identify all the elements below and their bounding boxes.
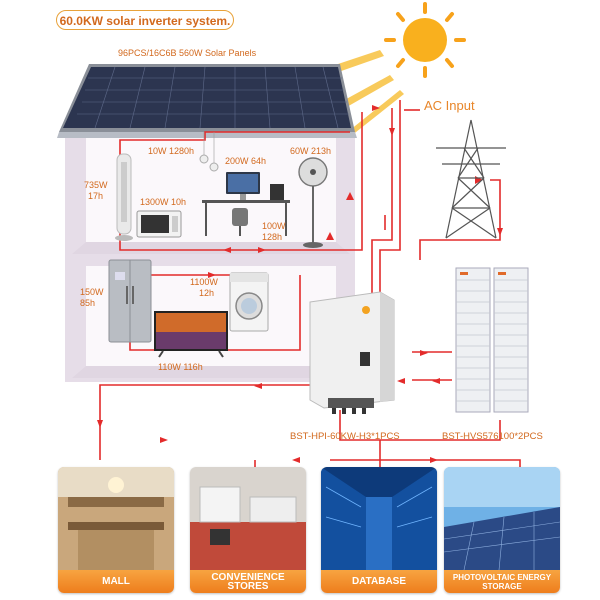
application-label-pv-storage: PHOTOVOLTAIC ENERGY STORAGE [444,570,560,593]
inverter-label: BST-HPI-60KW-H3*1PCS [290,431,400,442]
application-card-pv-storage: PHOTOVOLTAIC ENERGY STORAGE [444,467,560,593]
ac-input-label: AC Input [424,98,475,113]
application-label-mall: MALL [58,570,174,593]
pendant-lights-icon [199,132,219,172]
standing-fan-icon [298,157,328,248]
solar-panel-roof [57,64,357,138]
battery-label: BST-HVS576100*2PCS [442,431,543,442]
pv-storage-photo [444,467,560,570]
tower-fan-watt-label: 735W [84,180,108,190]
database-photo [321,467,437,570]
microwave-icon [136,210,182,238]
application-card-convenience-stores: CONVENIENCE STORES [190,467,306,593]
solar-panels-label: 96PCS/16C6B 560W Solar Panels [118,48,257,58]
battery-rack-icon [455,267,529,413]
washer-watt-label: 1100W [190,277,218,287]
tower-fan-icon [115,153,133,241]
application-card-mall: MALL [58,467,174,593]
mall-photo [58,467,174,570]
diagram-title: 60.0KW solar inverter system. [56,10,234,30]
computer-desk-icon [202,172,290,236]
microwave-label: 1300W 10h [140,197,187,207]
television-icon [154,311,228,358]
computer-label: 200W 64h [225,156,267,166]
washing-machine-icon [229,272,269,332]
application-card-database: DATABASE [321,467,437,593]
tv-label: 110W 116h [158,362,203,372]
washer-hours-label: 12h [199,288,215,298]
transmission-tower-icon [436,119,506,239]
fridge-hours-label: 85h [80,298,96,308]
fan-label: 60W 213h [290,146,332,156]
inverter-icon [309,291,395,414]
tower-fan-hours-label: 17h [88,191,104,201]
application-label-database: DATABASE [321,570,437,593]
printer-watt-label: 100W [262,221,286,231]
sun-icon [384,2,466,78]
printer-hours-label: 128h [262,232,283,242]
convenience-store-photo [190,467,306,570]
lights-label: 10W 1280h [148,146,195,156]
fridge-watt-label: 150W [80,287,104,297]
refrigerator-icon [108,259,152,343]
application-label-convenience-stores: CONVENIENCE STORES [190,570,306,593]
